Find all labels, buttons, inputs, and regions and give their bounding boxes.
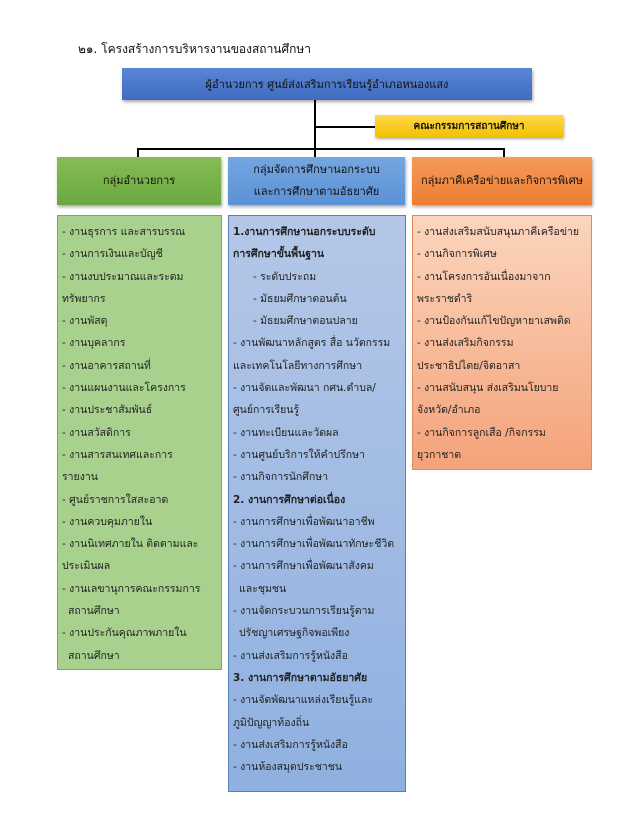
connector-line [314,126,375,128]
duty-item: - งานงบประมาณและระดม [62,270,184,283]
duty-item: - ศูนย์ราชการใสสะอาด [62,493,169,506]
duty-item: - งานอาคารสถานที่ [62,359,151,372]
duty-item: - งานพัสดุ [62,315,108,328]
duty-item: - งานสวัสดิการ [62,426,131,439]
duty-item: - งานแผนงานและโครงการ [62,382,186,395]
duty-item: - งานประชาสัมพันธ์ [62,404,153,417]
group-duties-network: - งานส่งเสริมสนับสนุนภาคีเครือข่าย - งานก… [412,215,592,470]
duty-item: 3. งานการศึกษาตามอัธยาศัย [233,671,368,684]
duty-item: - งานกิจการลูกเสือ /กิจกรรม [417,426,546,439]
duty-item: - งานธุรการ และสารบรรณ [62,226,186,238]
duty-item: ประชาธิปไตย/จิตอาสา [417,359,521,372]
duty-item: - งานสนับสนุน ส่งเสริมนโยบาย [417,382,559,395]
duty-item: - ระดับประถม [253,270,317,283]
duty-item: - งานส่งเสริมการรู้หนังสือ [233,649,348,662]
duty-item: ยุวกาชาด [417,448,462,461]
duty-item: - มัธยมศึกษาตอนปลาย [253,315,358,328]
duty-item: 2. งานการศึกษาต่อเนื่อง [233,493,346,506]
duty-item: - งานควบคุมภายใน [62,515,153,528]
duty-item: - งานการศึกษาเพื่อพัฒนาสังคม [233,560,374,573]
duty-item: - งานป้องกันแก้ไขปัญหายาเสพติด [417,315,571,328]
group-duties-education: 1.งานการศึกษานอกระบบระดับการศึกษาขั้นพื้… [228,215,406,792]
page-title: ๒๑. โครงสร้างการบริหารงานของสถานศึกษา [78,42,312,56]
duty-item: - งานโครงการอันเนื่องมาจาก [417,270,551,283]
duty-item: - งานห้องสมุดประชาชน [233,761,343,774]
duty-item: ปรัชญาเศรษฐกิจพอเพียง [239,627,350,640]
duty-item: - งานประกันคุณภาพภายใน [62,627,187,640]
duty-item: - งานจัดและพัฒนา กศน.ตำบล/ [233,382,376,395]
duty-item: พระราชดำริ [417,292,473,305]
duty-item: ภูมิปัญญาท้องถิ่น [233,716,310,729]
connector-line [137,148,504,150]
duty-item: - งานจัดพัฒนาแหล่งเรียนรู้และ [233,694,374,707]
duty-item: - งานจัดกระบวนการเรียนรู้ตาม [233,605,375,618]
duty-item: - งานศูนย์บริการให้คำปรึกษา [233,448,365,461]
connector-line [137,148,139,157]
duty-item: สถานศึกษา [68,605,120,618]
group-header-network: กลุ่มภาคีเครือข่ายและกิจการพิเศษ [412,157,592,205]
group-header-education: กลุ่มจัดการศึกษานอกระบบ และการศึกษาตามอั… [228,157,405,205]
duty-item: - มัธยมศึกษาตอนต้น [253,292,347,305]
duty-item: และเทคโนโลยีทางการศึกษา [233,359,363,372]
duty-item: และชุมชน [239,582,287,595]
duty-item: - งานทะเบียนและวัดผล [233,426,339,439]
header-line: กลุ่มจัดการศึกษานอกระบบ [253,163,380,176]
duty-item: สถานศึกษา [68,649,120,662]
connector-line [314,100,316,148]
duty-item: - งานการศึกษาเพื่อพัฒนาอาชีพ [233,515,375,528]
connector-line [314,148,316,157]
connector-line [503,148,505,157]
duty-item: - งานกิจการนักศึกษา [233,471,329,484]
duty-item: - งานส่งเสริมกิจกรรม [417,337,514,350]
duty-item: 1.งานการศึกษานอกระบบระดับ [233,226,376,238]
duty-item: - งานการศึกษาเพื่อพัฒนาทักษะชีวิต [233,538,395,551]
header-line: และการศึกษาตามอัธยาศัย [253,185,380,198]
duty-item: - งานส่งเสริมการรู้หนังสือ [233,738,348,751]
duty-item: ศูนย์การเรียนรู้ [233,404,300,417]
duty-item: - งานส่งเสริมสนับสนุนภาคีเครือข่าย [417,226,580,238]
duty-item: - งานบุคลากร [62,337,126,350]
duty-item: - งานกิจการพิเศษ [417,248,497,261]
duty-item: - งานการเงินและบัญชี [62,248,163,261]
duty-item: รายงาน [62,471,98,484]
director-box: ผู้อำนวยการ ศูนย์ส่งเสริมการเรียนรู้อำเภ… [122,68,532,100]
duty-item: - งานนิเทศภายใน ติดตามและ [62,538,199,551]
duty-item: - งานเลขานุการคณะกรรมการ [62,582,201,595]
group-duties-administration: - งานธุรการ และสารบรรณ - งานการเงินและบัญ… [57,215,222,670]
duty-item: - งานพัฒนาหลักสูตร สื่อ นวัตกรรม [233,337,391,350]
duty-item: ทรัพยากร [62,292,106,305]
duty-item: จังหวัด/อำเภอ [417,404,481,417]
group-header-administration: กลุ่มอำนวยการ [57,157,221,205]
committee-box: คณะกรรมการสถานศึกษา [375,115,563,137]
duty-item: การศึกษาขั้นพื้นฐาน [233,248,325,261]
duty-item: ประเมินผล [62,560,111,573]
duty-item: - งานสารสนเทศและการ [62,448,173,461]
